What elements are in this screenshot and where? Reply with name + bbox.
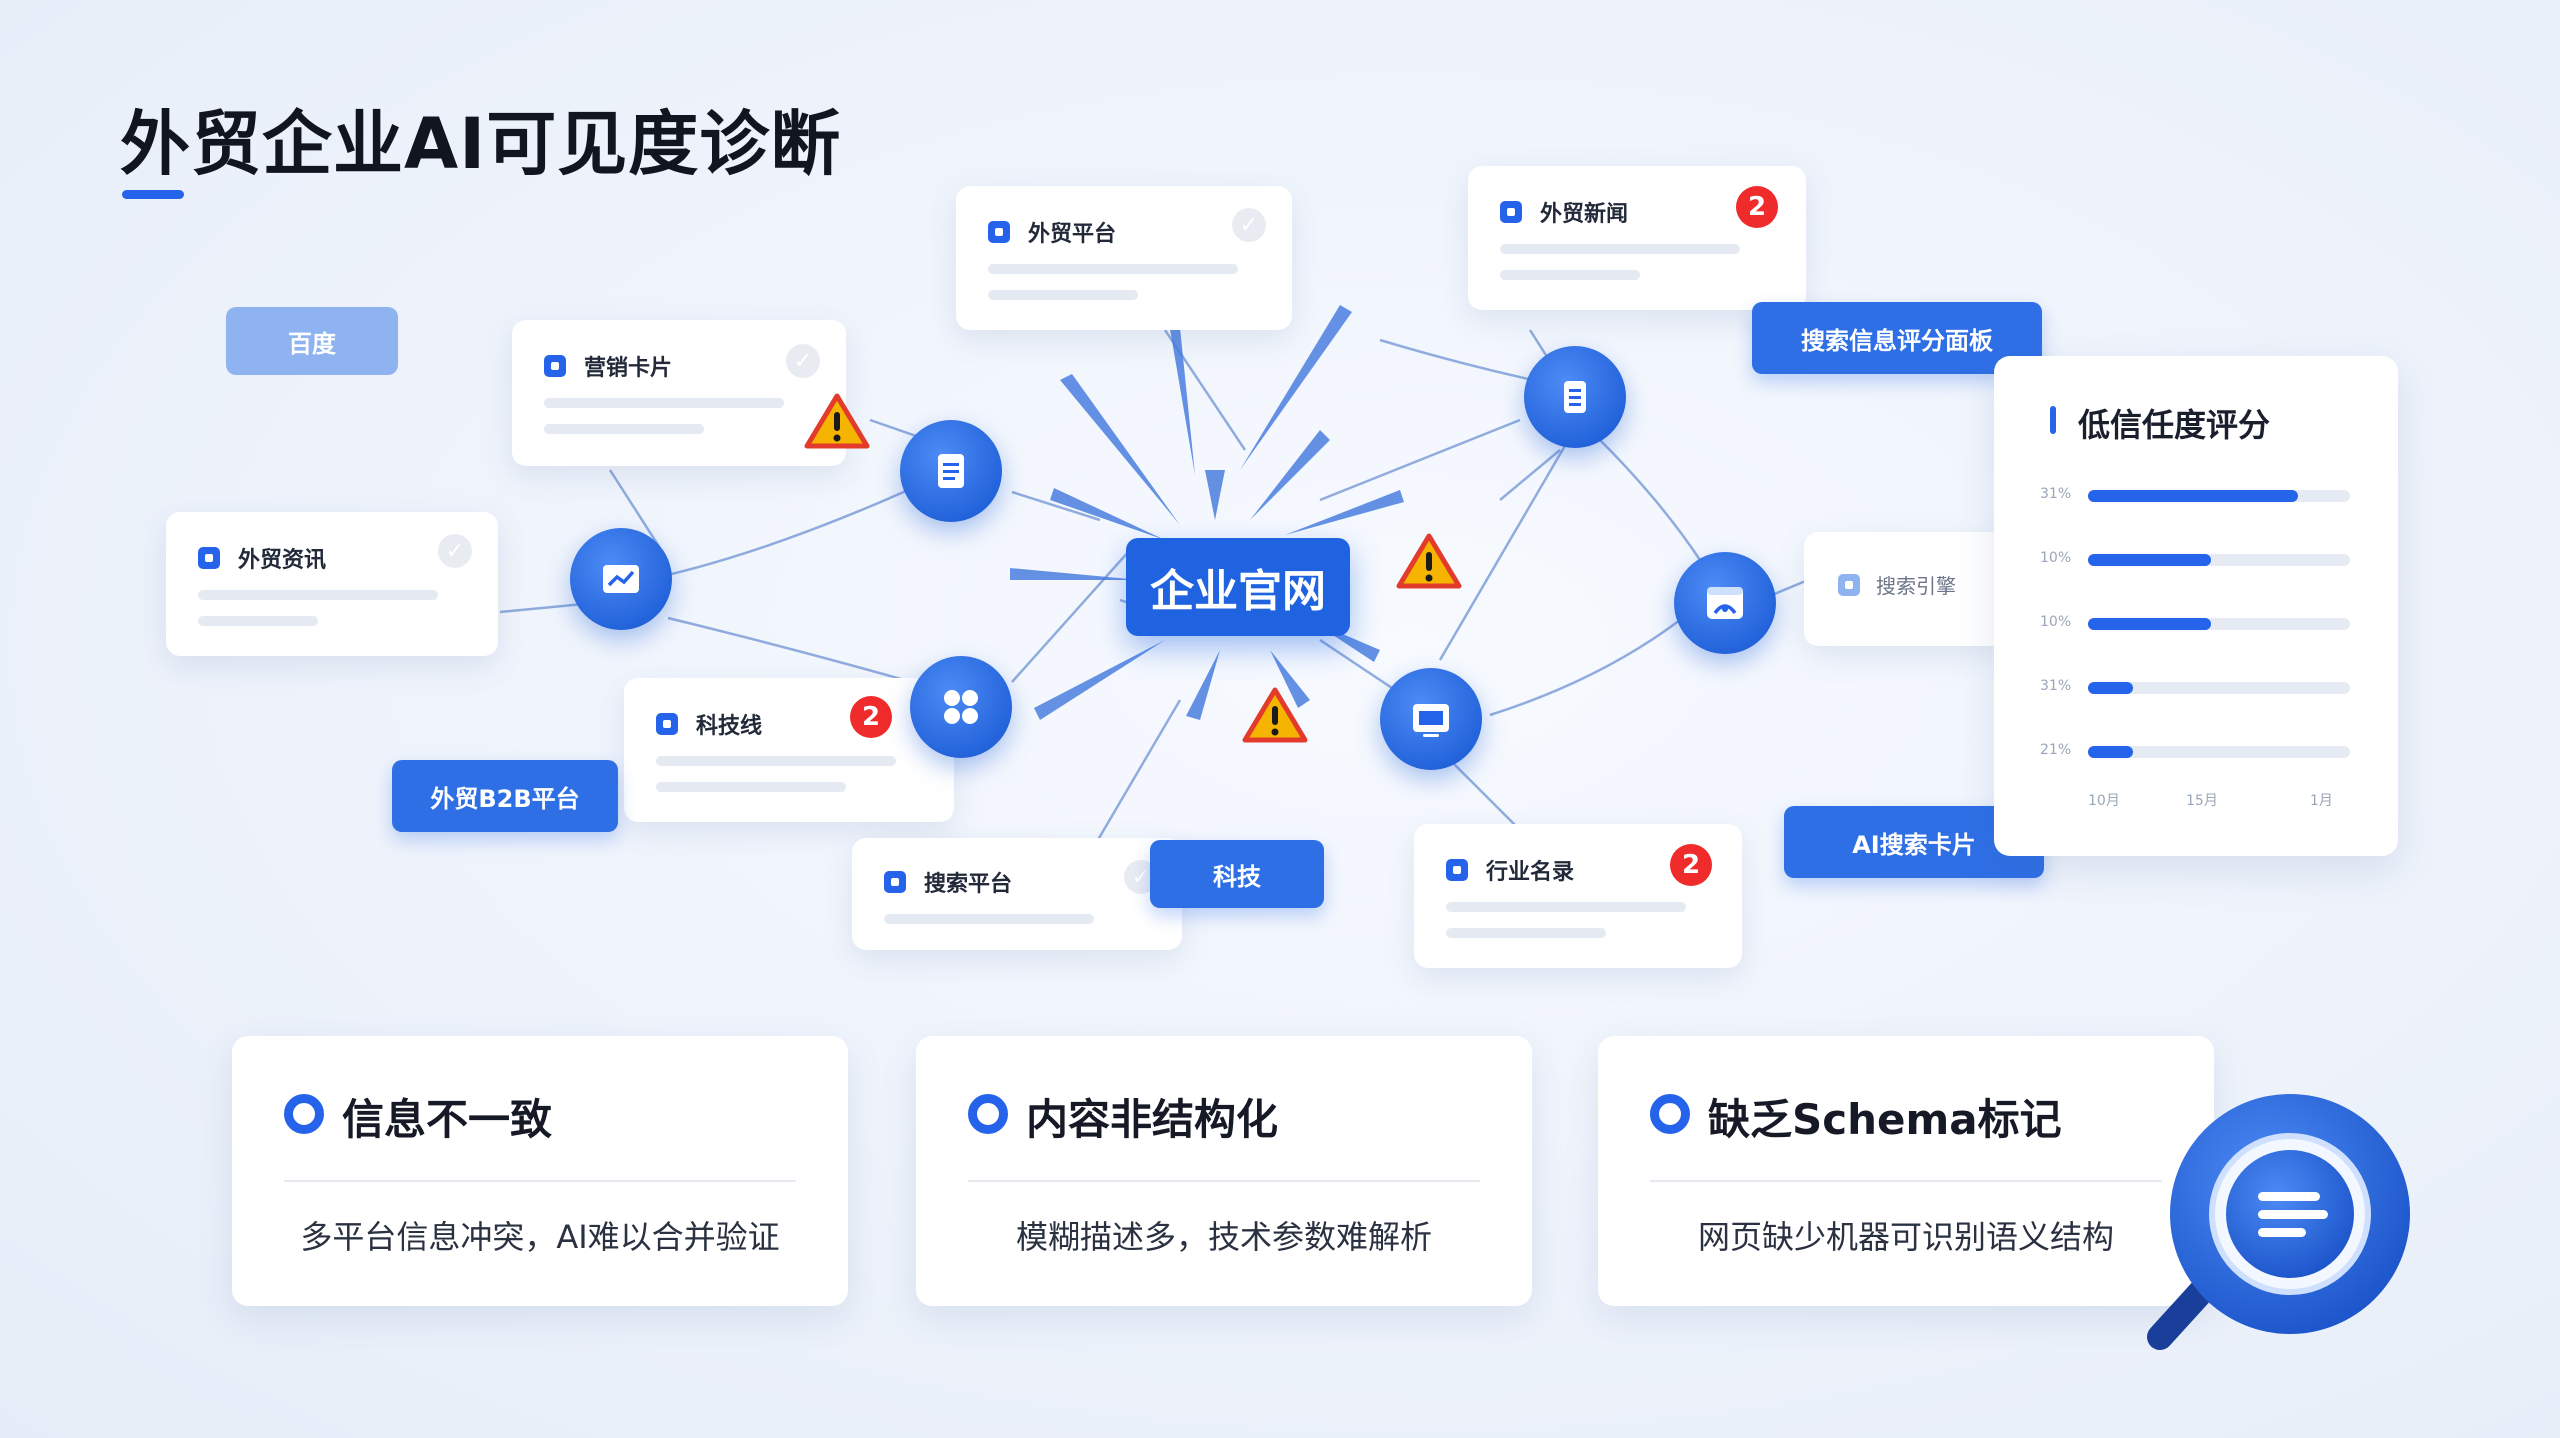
- square-icon: [198, 547, 220, 569]
- ring-icon: [284, 1094, 324, 1134]
- warning-icon: [1396, 533, 1462, 589]
- issue-desc: 模糊描述多，技术参数难解析: [1015, 1218, 1432, 1256]
- tag-score-panel[interactable]: 搜索信息评分面板: [1752, 302, 2042, 374]
- score-bar: [2088, 746, 2133, 758]
- warning-icon: [804, 393, 870, 449]
- check-icon: ✓: [1232, 208, 1266, 242]
- alert-badge: 2: [850, 696, 892, 738]
- score-x-label: 10月: [2088, 793, 2120, 809]
- window-icon: [1413, 704, 1449, 737]
- hub-enterprise-site[interactable]: 企业官网: [1126, 538, 1350, 636]
- tag-b2b-platform[interactable]: 外贸B2B平台: [392, 760, 618, 832]
- alert-badge: 2: [1736, 186, 1778, 228]
- issue-title: 信息不一致: [342, 1095, 553, 1144]
- score-bar: [2088, 490, 2298, 502]
- document-icon: [938, 454, 964, 488]
- issue-card-schema[interactable]: 缺乏Schema标记 网页缺少机器可识别语义结构: [1598, 1036, 2214, 1306]
- card-trade-platform-top[interactable]: 外贸平台 ✓: [956, 186, 1292, 330]
- node-grid[interactable]: [910, 656, 1012, 758]
- ring-icon: [968, 1094, 1008, 1134]
- issue-desc: 网页缺少机器可识别语义结构: [1697, 1218, 2114, 1256]
- warning-icon: [1242, 687, 1308, 743]
- tag-baidu[interactable]: 百度: [226, 307, 398, 375]
- title-underline: [122, 190, 184, 199]
- score-track: [2088, 682, 2350, 694]
- score-row-label: 31%: [2040, 678, 2072, 694]
- node-list[interactable]: [1524, 346, 1626, 448]
- issue-desc: 多平台信息冲突，AI难以合并验证: [300, 1218, 780, 1256]
- issue-title: 内容非结构化: [1026, 1095, 1279, 1144]
- card-industry-dir[interactable]: 行业名录 2: [1414, 824, 1742, 968]
- card-search-engine[interactable]: 搜索引擎: [1804, 532, 2004, 646]
- trust-score-panel: 低信任度评分 31% 10% 10% 31% 21% 10月 15月 1月: [1994, 356, 2398, 856]
- score-x-label: 1月: [2310, 793, 2333, 809]
- score-track: [2088, 746, 2350, 758]
- grid-icon: [944, 690, 978, 724]
- score-row-label: 21%: [2040, 742, 2072, 758]
- alert-badge: 2: [1670, 844, 1712, 886]
- magnifier-icon: [2147, 1094, 2410, 1350]
- score-track: [2088, 490, 2350, 502]
- node-chart[interactable]: [570, 528, 672, 630]
- score-panel-title: 低信任度评分: [2078, 406, 2271, 444]
- chart-icon: [603, 565, 639, 593]
- card-tech-line[interactable]: 科技线 2: [624, 678, 954, 822]
- card-product-card[interactable]: 营销卡片 ✓: [512, 320, 846, 466]
- check-icon: ✓: [438, 534, 472, 568]
- score-track: [2088, 618, 2350, 630]
- score-x-label: 15月: [2186, 793, 2218, 809]
- node-document[interactable]: [900, 420, 1002, 522]
- score-row-label: 10%: [2040, 550, 2072, 566]
- issue-card-unstructured[interactable]: 内容非结构化 模糊描述多，技术参数难解析: [916, 1036, 1532, 1306]
- square-icon: [656, 713, 678, 735]
- score-row-label: 10%: [2040, 614, 2072, 630]
- tag-ai-search-card[interactable]: AI搜索卡片: [1784, 806, 2044, 878]
- square-icon: [884, 871, 906, 893]
- tag-tech[interactable]: 科技: [1150, 840, 1324, 908]
- score-track: [2088, 554, 2350, 566]
- ring-icon: [1650, 1094, 1690, 1134]
- square-icon: [1446, 859, 1468, 881]
- score-row-label: 31%: [2040, 486, 2072, 502]
- card-trade-news[interactable]: 外贸新闻 2: [1468, 166, 1806, 310]
- square-icon: [1500, 201, 1522, 223]
- square-icon: [988, 221, 1010, 243]
- page-title: 外贸企业AI可见度诊断: [120, 103, 842, 185]
- card-trade-b2b[interactable]: 外贸资讯 ✓: [166, 512, 498, 656]
- browser-icon: [1707, 587, 1743, 619]
- node-browser[interactable]: [1674, 552, 1776, 654]
- list-icon: [1564, 381, 1586, 413]
- score-bar: [2088, 618, 2212, 630]
- score-bar: [2088, 554, 2212, 566]
- node-window[interactable]: [1380, 668, 1482, 770]
- square-icon: [544, 355, 566, 377]
- card-search-platform[interactable]: 搜索平台 ✓: [852, 838, 1182, 950]
- score-bar: [2088, 682, 2133, 694]
- square-icon: [1838, 573, 1860, 596]
- check-icon: ✓: [786, 344, 820, 378]
- issue-card-inconsistent[interactable]: 信息不一致 多平台信息冲突，AI难以合并验证: [232, 1036, 848, 1306]
- issue-title: 缺乏Schema标记: [1708, 1095, 2062, 1144]
